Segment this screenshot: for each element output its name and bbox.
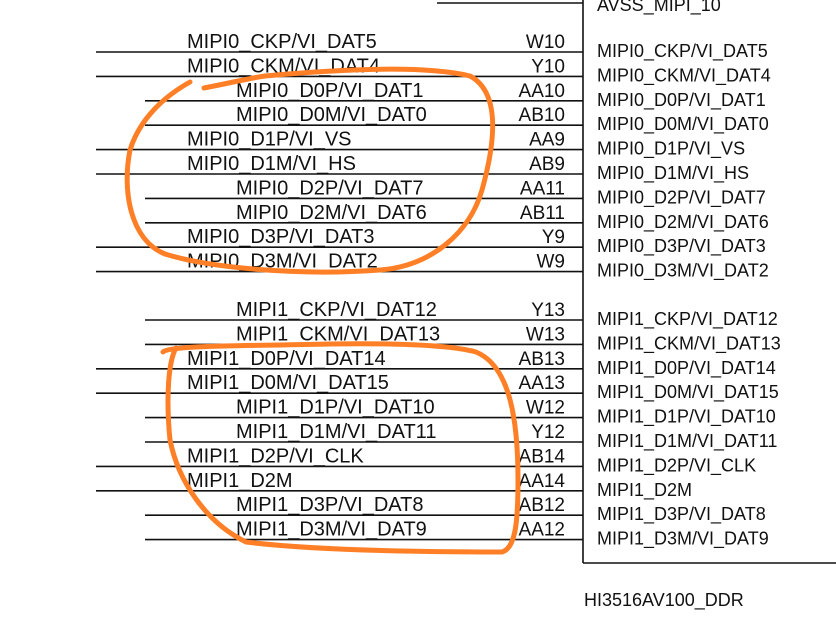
- ic-pin-name: MIPI1_CKM/VI_DAT13: [597, 333, 781, 354]
- net-label: MIPI0_CKP/VI_DAT5: [187, 31, 377, 53]
- pin-number: W13: [526, 324, 565, 345]
- pin-number: W12: [526, 398, 565, 419]
- net-label: MIPI1_CKM/VI_DAT13: [236, 323, 440, 345]
- net-label: MIPI1_CKP/VI_DAT12: [236, 299, 437, 321]
- pin-row: MIPI0_D0P/VI_DAT1 AA10 MIPI0_D0P/VI_DAT1: [145, 80, 766, 111]
- ic-pin-name: MIPI1_D0P/VI_DAT14: [597, 358, 776, 379]
- pin-row: MIPI0_CKP/VI_DAT5 W10 MIPI0_CKP/VI_DAT5: [96, 31, 768, 62]
- pin-number: AB10: [519, 105, 565, 126]
- ic-symbol: AVSS_MIPI_10: [437, 0, 836, 564]
- pin-row: MIPI0_D0M/VI_DAT0 AB10 MIPI0_D0M/VI_DAT0: [145, 104, 769, 135]
- pin-row: MIPI1_D3P/VI_DAT8 AB12 MIPI1_D3P/VI_DAT8: [145, 494, 766, 525]
- net-label: MIPI1_D1P/VI_DAT10: [236, 397, 435, 419]
- ic-pin-name: MIPI0_D2M/VI_DAT6: [597, 212, 769, 233]
- ic-pin-name: MIPI1_D3M/VI_DAT9: [597, 529, 769, 550]
- ic-pin-name: MIPI0_D1M/VI_HS: [597, 163, 749, 184]
- hand-annotations: [124, 66, 521, 555]
- pin-number: AB9: [529, 154, 565, 175]
- net-label: MIPI1_D0M/VI_DAT15: [187, 372, 389, 394]
- pin-row: MIPI1_D1P/VI_DAT10 W12 MIPI1_D1P/VI_DAT10: [145, 397, 776, 428]
- ic-pin-name: MIPI1_D0M/VI_DAT15: [597, 382, 779, 403]
- pin-row: MIPI0_D3P/VI_DAT3 Y9 MIPI0_D3P/VI_DAT3: [96, 226, 766, 257]
- pin-row: MIPI0_D1P/VI_VS AA9 MIPI0_D1P/VI_VS: [96, 129, 745, 160]
- pin-number: AA12: [519, 520, 565, 541]
- ic-pin-name: MIPI0_D3M/VI_DAT2: [597, 261, 769, 282]
- pin-number: Y13: [531, 300, 565, 321]
- pin-number: AA9: [529, 130, 565, 151]
- ic-pin-name: MIPI0_D2P/VI_DAT7: [597, 187, 766, 208]
- pin-row: MIPI1_D1M/VI_DAT11 Y12 MIPI1_D1M/VI_DAT11: [145, 421, 777, 452]
- ic-pin-name: MIPI0_D1P/VI_VS: [597, 139, 745, 160]
- ic-pin-name: MIPI1_D1M/VI_DAT11: [597, 431, 777, 452]
- pin-row: MIPI1_CKP/VI_DAT12 Y13 MIPI1_CKP/VI_DAT12: [145, 299, 778, 330]
- ic-pin-name: MIPI0_D3P/VI_DAT3: [597, 236, 766, 257]
- pin-number: Y10: [531, 56, 565, 77]
- ic-pin-name: MIPI0_D0P/VI_DAT1: [597, 90, 766, 111]
- pin-row: MIPI1_D2P/VI_CLK AB14 MIPI1_D2P/VI_CLK: [96, 445, 756, 476]
- pin-row: MIPI1_D0P/VI_DAT14 AB13 MIPI1_D0P/VI_DAT14: [96, 348, 776, 379]
- pin-row: MIPI0_D1M/VI_HS AB9 MIPI0_D1M/VI_HS: [96, 153, 749, 184]
- pin-number: AB12: [519, 495, 565, 516]
- pin-row: MIPI1_D0M/VI_DAT15 AA13 MIPI1_D0M/VI_DAT15: [96, 372, 779, 403]
- pin-number: W10: [526, 32, 565, 53]
- net-label: MIPI1_D3P/VI_DAT8: [236, 494, 423, 516]
- net-label: MIPI0_D0P/VI_DAT1: [236, 80, 423, 102]
- net-label: MIPI0_D2P/VI_DAT7: [236, 177, 423, 199]
- pin-number: AA14: [519, 471, 566, 492]
- pin-number: AA11: [520, 178, 565, 199]
- pin-row: MIPI1_D2M AA14 MIPI1_D2M: [96, 470, 692, 501]
- net-label: MIPI0_D3P/VI_DAT3: [187, 226, 374, 248]
- net-label: MIPI1_D2M: [187, 470, 293, 492]
- ic-pin-name: MIPI1_D1P/VI_DAT10: [597, 407, 776, 428]
- ic-pin-name: MIPI0_CKM/VI_DAT4: [597, 65, 771, 86]
- pin-number: AB14: [519, 446, 566, 467]
- pin-number: Y9: [542, 227, 565, 248]
- net-label: MIPI1_D3M/VI_DAT9: [236, 519, 427, 541]
- net-label: MIPI1_D1M/VI_DAT11: [236, 421, 436, 443]
- net-label: MIPI0_D1P/VI_VS: [187, 129, 352, 151]
- annotation-loop-mipi0-data: [124, 66, 496, 275]
- pin-number: W9: [537, 252, 566, 273]
- net-label: MIPI0_D1M/VI_HS: [187, 153, 356, 175]
- ic-pin-name: MIPI1_D3P/VI_DAT8: [597, 504, 766, 525]
- annotation-loop-mipi1-data: [160, 341, 521, 555]
- pin-number: Y12: [531, 422, 565, 443]
- net-label: MIPI1_D2P/VI_CLK: [187, 445, 364, 467]
- net-label: MIPI0_D0M/VI_DAT0: [236, 104, 427, 126]
- pin-row: MIPI0_D2M/VI_DAT6 AB11 MIPI0_D2M/VI_DAT6: [145, 202, 769, 233]
- ic-pin-name: MIPI0_CKP/VI_DAT5: [597, 41, 768, 62]
- net-label: MIPI1_D0P/VI_DAT14: [187, 348, 386, 370]
- ic-pin-name: MIPI1_D2M: [597, 480, 692, 501]
- pin-number: AA13: [519, 373, 565, 394]
- pin-row: MIPI0_D2P/VI_DAT7 AA11 MIPI0_D2P/VI_DAT7: [145, 177, 766, 208]
- net-label: MIPI0_D2M/VI_DAT6: [236, 202, 427, 224]
- ic-pin-name: MIPI0_D0M/VI_DAT0: [597, 114, 769, 135]
- pin-number: AB11: [520, 203, 565, 224]
- pin-number: AB13: [519, 349, 565, 370]
- part-name: HI3516AV100_DDR: [584, 590, 744, 611]
- avss-pin-label: AVSS_MIPI_10: [597, 0, 721, 16]
- ic-pin-name: MIPI1_CKP/VI_DAT12: [597, 309, 778, 330]
- ic-pin-name: MIPI1_D2P/VI_CLK: [597, 455, 756, 476]
- pin-number: AA10: [519, 81, 565, 102]
